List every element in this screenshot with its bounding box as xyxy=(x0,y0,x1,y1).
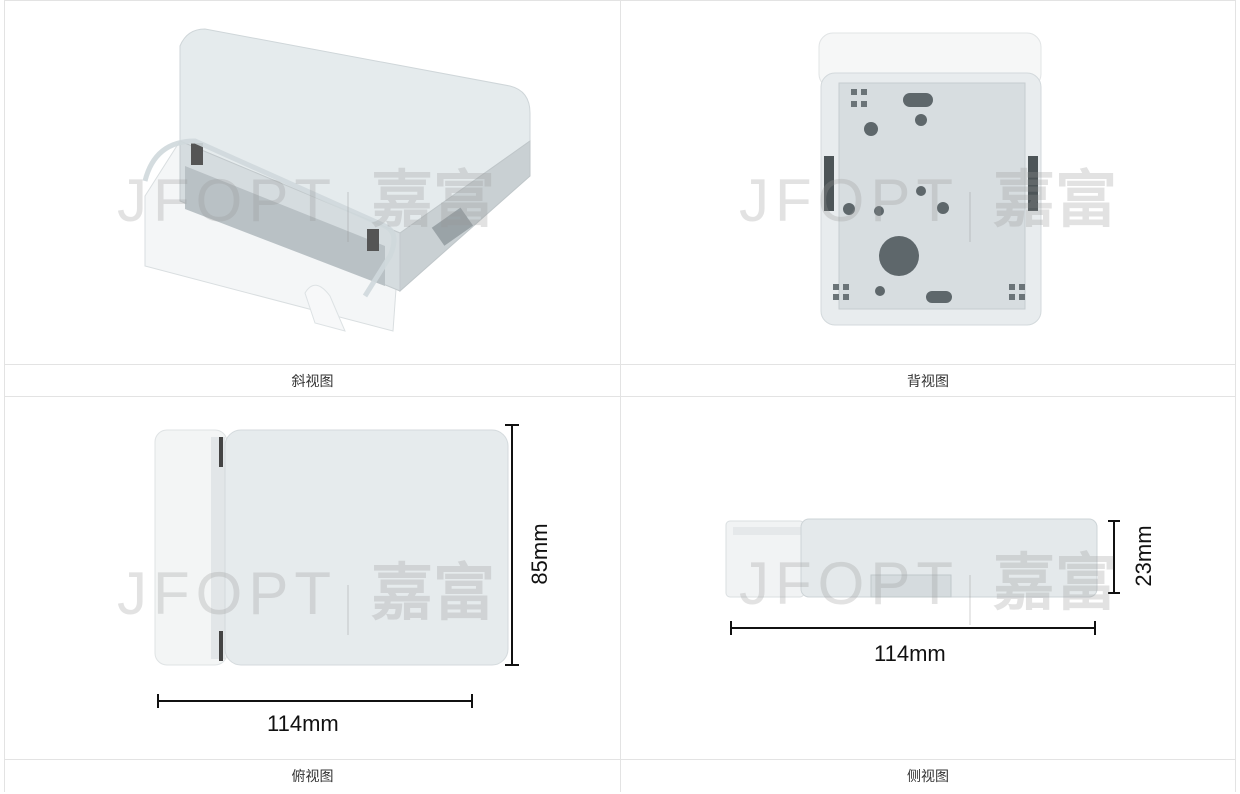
side-view-width-label: 114mm xyxy=(874,641,946,666)
view-caption-side: 侧视图 xyxy=(621,759,1235,793)
oblique-view-image xyxy=(142,28,531,332)
view-caption-top: 俯视图 xyxy=(5,759,620,793)
view-caption-back: 背视图 xyxy=(621,364,1235,398)
side-view-height-label: 23mm xyxy=(1131,525,1156,587)
side-view-image xyxy=(725,518,1120,635)
back-view-image xyxy=(818,32,1042,326)
view-caption-oblique: 斜视图 xyxy=(5,364,620,398)
top-view-width-label: 114mm xyxy=(267,711,339,736)
top-view-height-label: 85mm xyxy=(527,523,552,585)
top-view-image xyxy=(154,424,519,708)
